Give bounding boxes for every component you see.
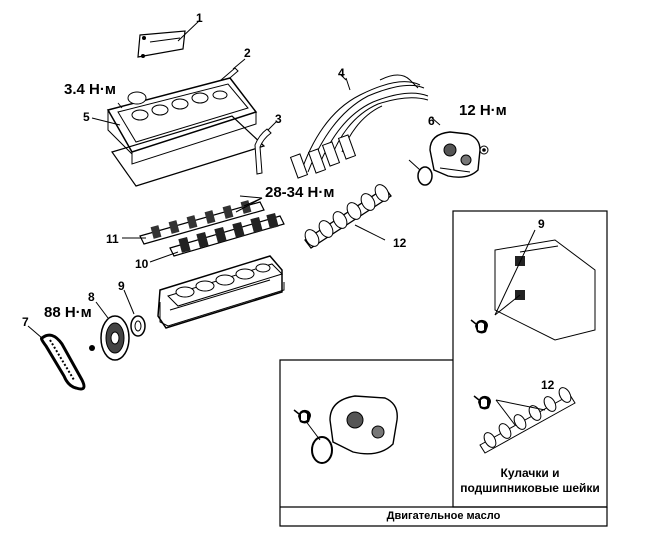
callout-12: 12 xyxy=(393,236,407,250)
part-8-camshaft-pulley xyxy=(89,301,130,361)
cam-lobes-label-line1: Кулачки и xyxy=(500,466,560,480)
callout-4: 4 xyxy=(338,66,345,80)
cylinder-head xyxy=(157,255,285,329)
inset-frame-camshaft xyxy=(452,210,608,508)
inset-distributor xyxy=(293,395,398,464)
callout-2: 2 xyxy=(244,46,251,60)
callout-6: 6 xyxy=(428,114,435,128)
part-5-valve-cover xyxy=(91,77,266,187)
inset-frame-distributor xyxy=(279,359,608,527)
engine-oil-caption: Двигательное масло xyxy=(386,510,501,522)
part-11-rocker-shaft-intake xyxy=(122,200,265,245)
part-9-oil-seal xyxy=(123,289,146,337)
callout-5: 5 xyxy=(83,110,90,124)
inset-camshaft-lobes xyxy=(473,387,576,454)
torque-rocker-shafts: 28-34 Н·м xyxy=(265,184,335,201)
part-1-bracket xyxy=(137,19,201,58)
callout-1: 1 xyxy=(196,11,203,25)
oil-can-icon xyxy=(293,409,312,425)
part-4-ignition-wires xyxy=(289,73,429,179)
distributor-o-ring xyxy=(408,159,433,186)
callout-9: 9 xyxy=(118,279,125,293)
part-10-rocker-shaft-exhaust xyxy=(149,195,285,263)
callout-3: 3 xyxy=(275,112,282,126)
cam-lobes-journals-label: Кулачки и подшипниковые шейки xyxy=(455,466,605,496)
inset-camshaft-bearings xyxy=(470,229,596,341)
callout-10: 10 xyxy=(135,257,149,271)
torque-camshaft-sprocket: 88 Н·м xyxy=(44,304,92,321)
callout-11: 11 xyxy=(106,232,119,246)
part-7-timing-belt xyxy=(27,325,86,391)
oil-can-icon xyxy=(473,395,492,411)
part-3-tube xyxy=(254,121,277,175)
torque-distributor: 12 Н·м xyxy=(459,102,507,119)
torque-valve-cover: 3.4 Н·м xyxy=(64,81,116,98)
oil-can-icon xyxy=(470,319,489,335)
callout-7: 7 xyxy=(22,315,29,329)
callout-8: 8 xyxy=(88,290,95,304)
cam-lobes-label-line2: подшипниковые шейки xyxy=(460,481,600,495)
part-6-distributor xyxy=(429,117,489,178)
callout-inset-12: 12 xyxy=(541,378,555,392)
part-12-camshaft xyxy=(304,184,392,249)
callout-inset-9: 9 xyxy=(538,217,545,231)
